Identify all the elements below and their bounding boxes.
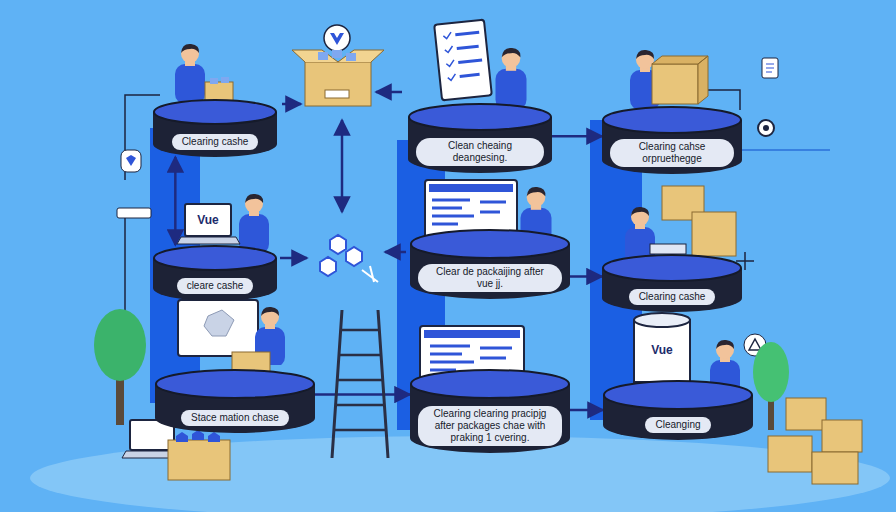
vue-can-lid xyxy=(634,313,690,327)
package-item xyxy=(346,53,356,61)
monitor-lines xyxy=(430,346,512,370)
flow-arrow xyxy=(174,157,177,245)
flow-arrow xyxy=(341,120,344,212)
molecule-icon xyxy=(320,235,362,276)
platform-node: Cleanging xyxy=(603,380,753,440)
checkmarks xyxy=(443,32,456,81)
tree xyxy=(94,309,146,381)
logo-label: Vue xyxy=(651,344,673,357)
package-flaps xyxy=(292,50,384,62)
target-icon xyxy=(763,125,769,131)
platform-node: Clearing clearing pracipjg after package… xyxy=(410,369,570,453)
monitor-lines xyxy=(432,200,506,224)
package-box xyxy=(768,436,812,472)
package-box xyxy=(305,62,371,106)
platform-node: cleare cashe xyxy=(153,245,277,301)
person xyxy=(496,48,527,110)
checklist-board xyxy=(434,20,492,101)
flow-arrow xyxy=(376,91,402,94)
package-item xyxy=(210,78,218,84)
vue-logo xyxy=(324,25,350,51)
platform-label: Clearing cahse orpruethegge xyxy=(610,139,734,167)
platform-top xyxy=(411,370,569,398)
package-item xyxy=(318,52,328,60)
platform-top xyxy=(411,230,569,258)
checklist xyxy=(434,20,492,101)
flow-arrow xyxy=(282,103,301,106)
platform-label: Cleanging xyxy=(645,417,710,433)
platform-label: Clearing cashe xyxy=(629,289,716,305)
laptop-screen xyxy=(185,204,231,236)
package-box xyxy=(822,420,862,452)
package-box xyxy=(786,398,826,430)
checklist-lines xyxy=(455,32,483,76)
alert-icon xyxy=(749,339,761,350)
platform-label: Clearing cashe xyxy=(172,134,259,150)
shield-icon xyxy=(121,150,141,172)
package-box xyxy=(652,56,708,104)
flow-arrow xyxy=(385,251,406,254)
platform-label: Stace mation chase xyxy=(181,410,289,426)
shield-icon xyxy=(126,155,136,166)
platform-top xyxy=(604,381,752,409)
monitor-logo xyxy=(204,310,234,336)
platform-top xyxy=(603,107,741,133)
platform-node: Clean cheaing deangesing. xyxy=(408,103,552,173)
flow-arrow xyxy=(552,135,602,138)
platform-top xyxy=(603,255,741,281)
logo-label: Vue xyxy=(197,214,219,227)
target-icon xyxy=(758,120,774,136)
platform-label: cleare cashe xyxy=(177,278,254,294)
package-item xyxy=(332,50,342,58)
monitor-header xyxy=(424,330,520,338)
doc-icon xyxy=(762,58,778,78)
laptop-base xyxy=(177,237,240,244)
monitor-header xyxy=(429,184,513,192)
flow-arrow xyxy=(280,257,307,260)
vue-logo xyxy=(330,33,344,45)
platform-top xyxy=(154,100,276,124)
package-tag xyxy=(325,90,349,98)
platform-top xyxy=(409,104,551,130)
vue-can xyxy=(634,320,690,382)
flow-arrow xyxy=(570,409,603,412)
tree xyxy=(753,342,789,402)
person xyxy=(175,44,205,104)
flow-arrow xyxy=(315,393,410,396)
platform-node: Stace mation chase xyxy=(155,369,315,433)
platform-node: Clearing cashe xyxy=(153,99,277,157)
platform-node: Clearing cashe xyxy=(602,254,742,312)
package-box xyxy=(692,212,736,256)
molecule-icon xyxy=(362,266,378,282)
slider-icon xyxy=(117,208,151,218)
doc-icon xyxy=(766,64,774,72)
package-box xyxy=(652,64,698,104)
package-box xyxy=(812,452,858,484)
ladder-rungs xyxy=(334,330,386,430)
keyboard xyxy=(650,244,686,254)
ladder xyxy=(332,310,388,458)
platform-node: Clearing cahse orpruethegge xyxy=(602,106,742,174)
platform-label: Clean cheaing deangesing. xyxy=(416,138,544,166)
platform-label: Clearing clearing pracipjg after package… xyxy=(418,406,562,446)
flow-arrow xyxy=(570,275,602,278)
package-box xyxy=(168,440,230,480)
person xyxy=(239,194,269,254)
monitor xyxy=(178,300,258,356)
platform-top xyxy=(156,370,314,398)
platform-top xyxy=(154,246,276,270)
platform-node: Clear de packaijing after vue jj. xyxy=(410,229,570,299)
package-item xyxy=(221,77,229,83)
platform-label: Clear de packaijing after vue jj. xyxy=(418,264,562,292)
